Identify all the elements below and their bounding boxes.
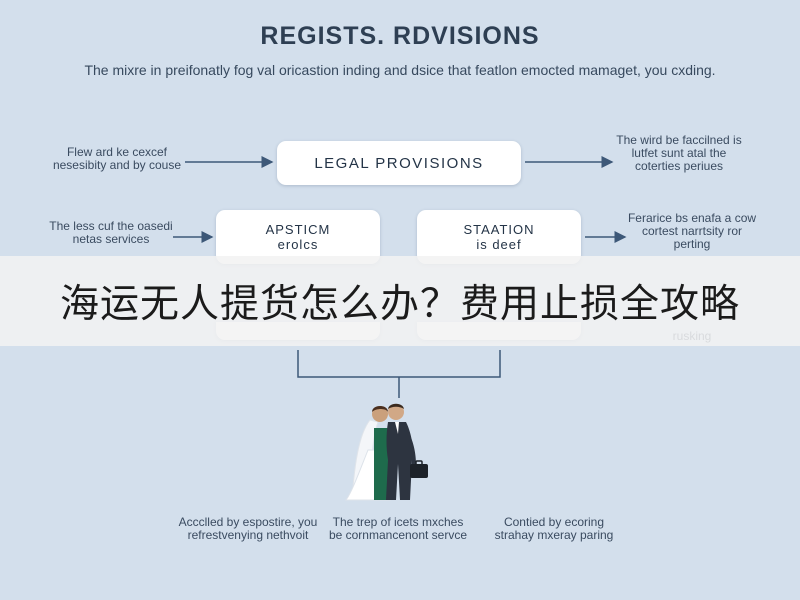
side-note-right-top: The wird be faccilned is lutfet sunt ata… [616,133,742,173]
diagram-title: REGISTS. RDVISIONS [260,22,540,50]
box-legal-provisions: LEGAL PROVISIONS [277,141,521,185]
bottom-note-right: Contied by ecoring strahay mxeray paring [494,515,614,542]
diagram-subtitle: The mixre in preifonatly fog val oricast… [84,62,716,78]
bottom-note-left: Accclled by espostire, you refrestvenyin… [178,515,318,542]
couple-illustration [345,403,428,501]
side-note-left-top: Flew ard ke cexcef nesesibity and by cou… [52,145,182,172]
box-staation: STAATION is deef [417,210,581,264]
bottom-note-center: The trep of icets mxches be cornmancenon… [328,515,468,542]
box-apsticm: APSTICM erolcs [216,210,380,264]
side-note-left-middle: The less cuf the oasedi netas services [49,219,173,246]
bracket-connector [297,350,501,398]
title-banner: 海运无人提货怎么办？费用止损全攻略 [0,256,800,346]
side-note-right-middle: Ferarice bs enafa a cow cortest narrtsit… [627,211,757,251]
